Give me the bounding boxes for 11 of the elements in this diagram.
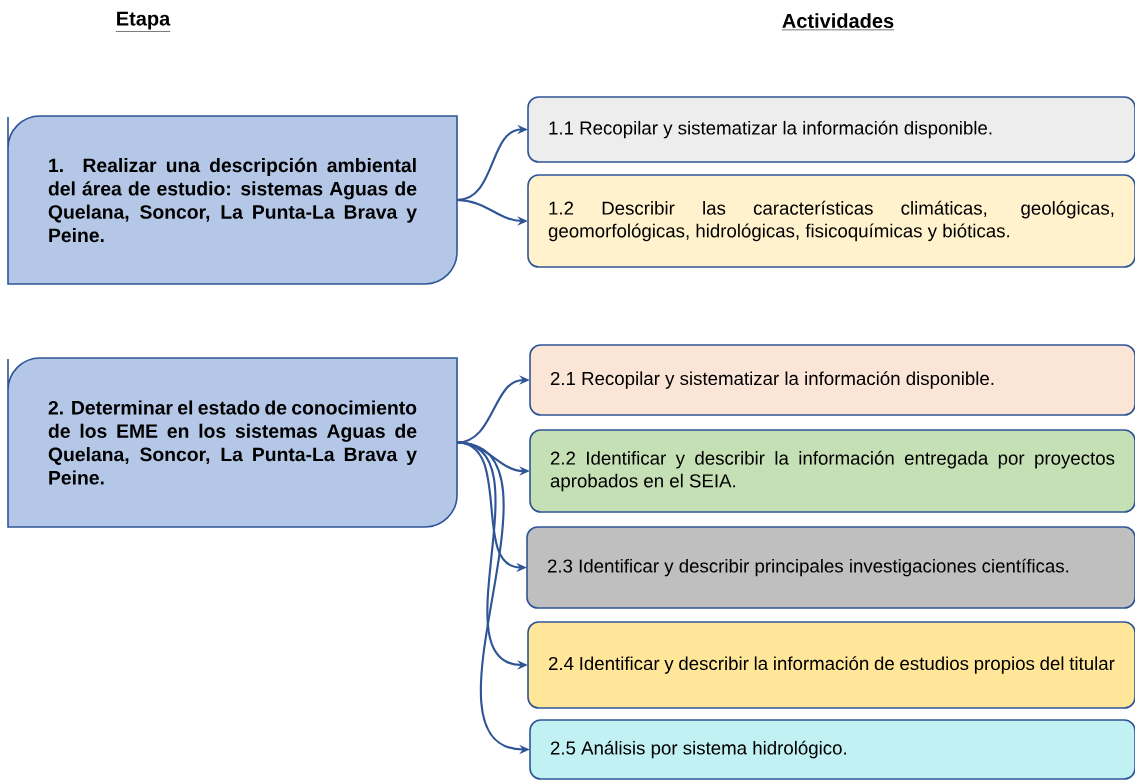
activity-box: 2.3 Identificar y describir principales investigaciones científicas. <box>526 526 1135 609</box>
activity-box: 2.4 Identificar y describir la información de estudios propios del titular <box>527 621 1135 709</box>
activity-box: 2.2 Identificar y describir la información entregada por proyectos aprobados en el SEIA. <box>529 429 1135 513</box>
activity-box: 1.1 Recopilar y sistematizar la información disponible. <box>527 96 1135 163</box>
stage-box: 2. Determinar el estado de conocimiento de los EME en los sistemas Aguas de Quelana, Soncor, La Punta-La Brava y Peine. <box>7 357 458 528</box>
activity-box: 1.2 Describir las características climáticas, geológicas, geomorfológicas, hidrológicas, fisicoquímicas y bióticas. <box>527 174 1135 268</box>
activity-box: 2.1 Recopilar y sistematizar la información disponible. <box>529 344 1135 416</box>
column-heading: Etapa <box>115 11 171 32</box>
stage-box: 1. Realizar una descripción ambiental del área de estudio: sistemas Aguas de Quelana, Soncor, La Punta-La Brava y Peine. <box>7 115 458 285</box>
column-heading: Actividades <box>781 13 895 31</box>
activity-box: 2.5 Análisis por sistema hidrológico. <box>529 719 1135 780</box>
